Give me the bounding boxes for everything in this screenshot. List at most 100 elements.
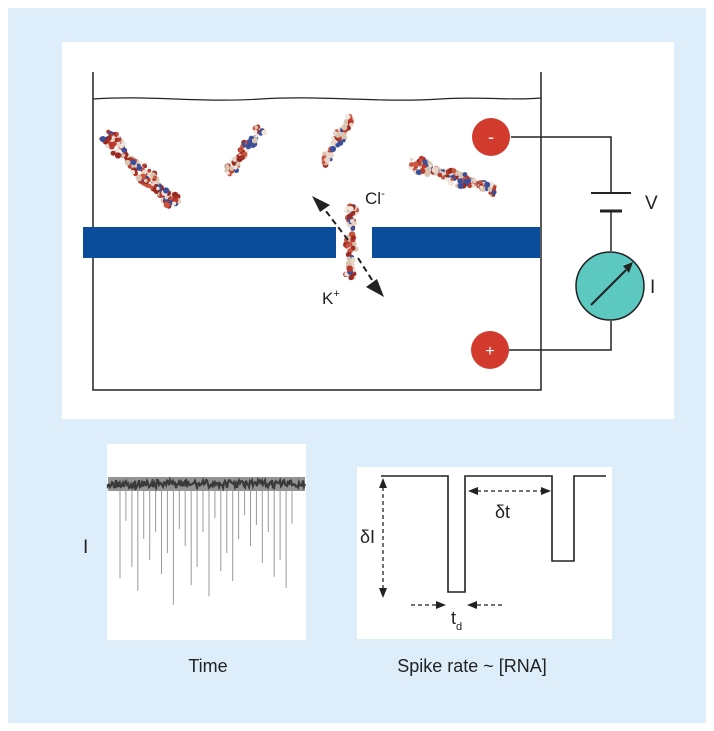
rna-atom: [245, 143, 252, 150]
rna-atom: [229, 166, 234, 172]
rna-atom: [163, 187, 170, 194]
rna-atom: [143, 178, 148, 183]
td-arrowhead-left: [436, 601, 446, 609]
rna-atom: [135, 174, 142, 181]
liquid-surface: [92, 97, 542, 101]
trace-panel: [107, 444, 306, 640]
rna-atom: [349, 122, 354, 127]
rna-atom: [171, 191, 179, 198]
delta-t-label: δt: [495, 502, 510, 522]
rna-atom: [255, 133, 259, 138]
rna-atom: [338, 140, 344, 146]
rna-atom: [110, 150, 116, 156]
rna-atom: [111, 141, 117, 147]
rna-atom: [412, 161, 420, 168]
rna-atom: [351, 211, 356, 216]
rna-atom: [324, 156, 331, 163]
rna-atom: [421, 163, 427, 169]
rna-atom: [106, 135, 112, 141]
rna-atom: [254, 125, 259, 129]
rna-atom: [491, 189, 497, 195]
rna-atom: [425, 166, 432, 173]
rna-atom: [345, 113, 351, 119]
schematic-xlabel: Spike rate ~ [RNA]: [397, 656, 547, 676]
rna-atom: [153, 175, 158, 180]
rna-atom: [338, 136, 342, 141]
rna-atom: [253, 129, 258, 134]
rna-atom: [349, 218, 355, 224]
rna-atom: [415, 169, 422, 175]
delta-i-label: δI: [360, 527, 375, 547]
delta-i-arrowhead-bottom: [379, 588, 387, 598]
rna-atom: [235, 161, 241, 167]
rna-atom: [130, 159, 137, 166]
rna-atom: [473, 178, 477, 182]
td-arrowhead-right: [467, 601, 477, 609]
rna-atom: [350, 226, 356, 231]
rna-atom: [224, 164, 230, 169]
rna-atom: [147, 168, 152, 173]
rna-atom: [348, 206, 354, 212]
cl-ion-label: Cl-: [365, 188, 385, 208]
rna-atom: [419, 158, 423, 163]
schematic-waveform: [381, 475, 606, 593]
rna-molecule: [408, 155, 498, 198]
rna-atom: [147, 183, 152, 188]
k-arrow-line: [357, 257, 375, 284]
rna-atom: [163, 201, 170, 208]
wire-bottom: [509, 321, 612, 351]
rna-atom: [136, 165, 143, 171]
trace-ylabel: I: [83, 537, 88, 558]
membrane-left: [83, 227, 336, 258]
rna-molecules: [99, 113, 498, 281]
rna-molecule: [343, 203, 360, 281]
rna-atom: [251, 138, 258, 144]
rna-atom: [451, 168, 457, 174]
rna-atom: [409, 162, 414, 167]
rna-atom: [156, 186, 160, 191]
rna-atom: [437, 172, 443, 178]
rna-atom: [117, 137, 122, 142]
rna-atom: [348, 242, 353, 247]
rna-atom: [236, 156, 243, 163]
cl-arrowhead: [312, 196, 330, 212]
rna-atom: [347, 213, 353, 219]
rna-atom: [172, 201, 177, 206]
rna-atom: [422, 159, 428, 165]
rna-atom: [121, 147, 127, 153]
rna-atom: [150, 182, 155, 186]
rna-atom: [445, 174, 449, 178]
trace-noise-band: [108, 477, 305, 491]
rna-atom: [340, 133, 344, 137]
rna-atom: [331, 139, 337, 144]
rna-atom: [484, 181, 491, 188]
current-trace: [106, 476, 307, 605]
rna-atom: [114, 152, 122, 159]
rna-atom: [345, 260, 352, 266]
rna-atom: [465, 175, 470, 179]
rna-atom: [226, 171, 230, 175]
voltage-label: V: [645, 193, 658, 214]
rna-atom: [432, 167, 439, 174]
rna-molecule: [224, 124, 268, 177]
rna-molecule: [99, 129, 181, 209]
ammeter-needle: [590, 269, 627, 306]
delta-t-arrowhead-right: [541, 487, 551, 495]
positive-electrode-sign: +: [485, 343, 494, 360]
rna-atom: [467, 183, 472, 188]
wire-top: [511, 136, 612, 193]
rna-atom: [329, 145, 336, 153]
delta-i-arrowhead-top: [379, 478, 387, 488]
rna-atom: [142, 163, 146, 168]
td-label: td: [451, 608, 462, 633]
rna-atom: [152, 187, 158, 193]
rna-atom: [341, 124, 348, 131]
rna-atom: [321, 160, 326, 165]
k-ion-label: K+: [322, 288, 340, 308]
rna-atom: [462, 172, 468, 177]
rna-atom: [452, 177, 457, 181]
rna-atom: [331, 136, 335, 140]
rna-atom: [115, 148, 120, 153]
rna-atom: [457, 183, 464, 189]
rna-atom: [232, 156, 238, 163]
